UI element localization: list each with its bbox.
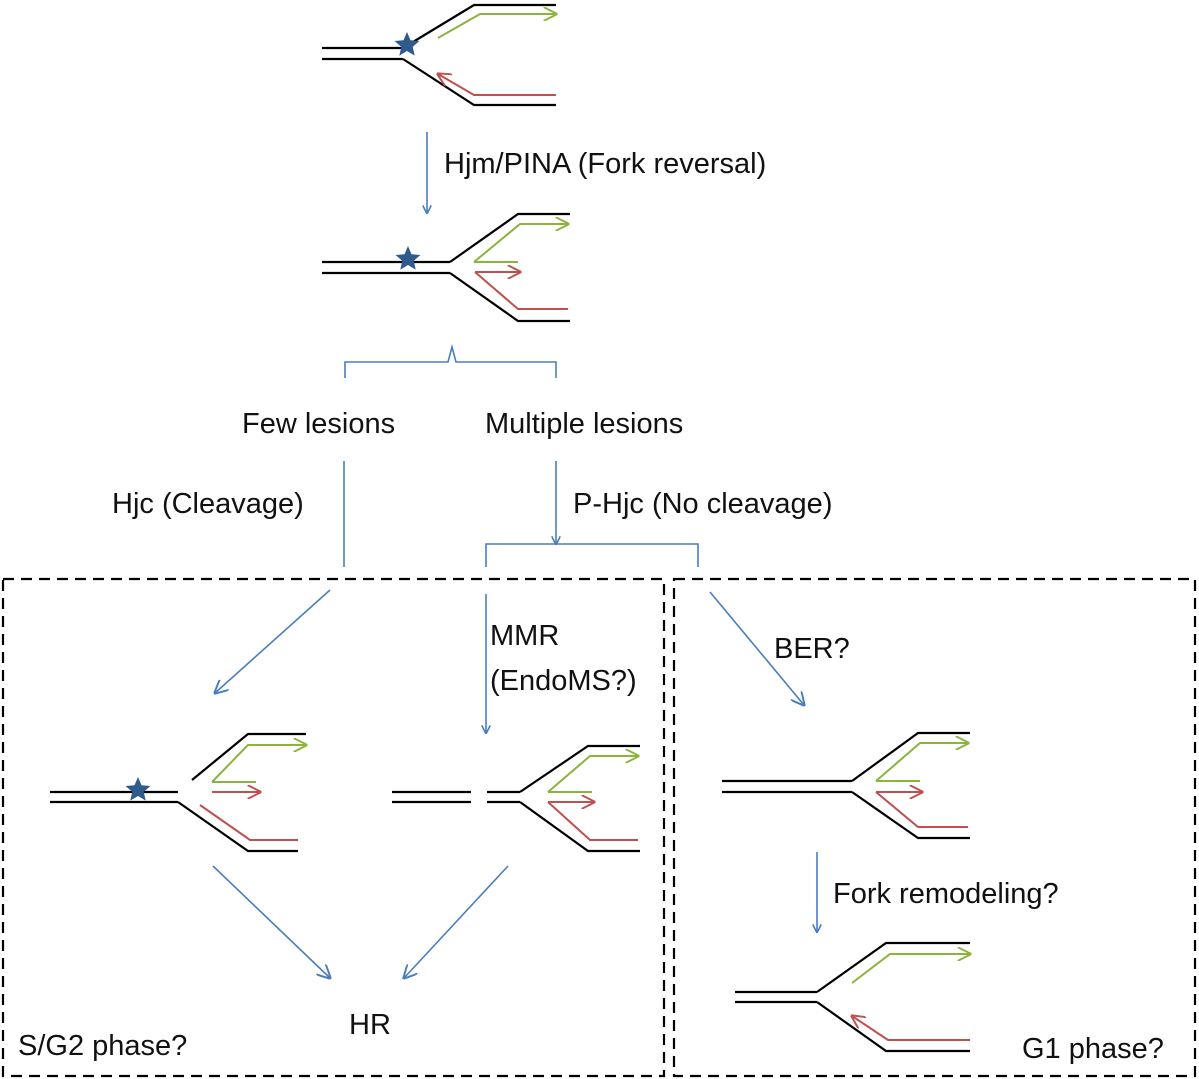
lesion-star-icon <box>125 777 151 801</box>
stalled-fork <box>322 3 556 107</box>
restored-fork <box>735 941 970 1053</box>
phjc-no-cleavage-label: P-Hjc (No cleavage) <box>573 488 832 520</box>
lesion-branch-bracket <box>344 343 557 378</box>
cleavage-arrow <box>215 589 331 693</box>
few-lesions-label: Few lesions <box>242 408 395 440</box>
sg2-phase-box <box>1 577 666 1078</box>
fork-reversal-label: Hjm/PINA (Fork reversal) <box>444 148 766 180</box>
no-cleavage-bracket <box>485 543 699 567</box>
multiple-lesions-label: Multiple lesions <box>485 408 683 440</box>
reversed-fork <box>322 212 570 323</box>
endoms-label: (EndoMS?) <box>490 665 637 697</box>
incised-fork <box>392 744 640 853</box>
g1-phase-box <box>672 577 1197 1078</box>
ber-arrow <box>709 591 804 705</box>
repaired-fork <box>722 731 970 840</box>
ber-label: BER? <box>774 633 850 665</box>
mmr-label: MMR <box>490 620 559 652</box>
cleaved-to-hr-arrow <box>212 865 330 978</box>
lesion-star-icon <box>394 32 420 56</box>
hr-label: HR <box>349 1009 391 1041</box>
fork-remodeling-label: Fork remodeling? <box>833 878 1059 910</box>
g1-phase-label: G1 phase? <box>1022 1033 1164 1065</box>
lesion-star-icon <box>395 246 421 270</box>
incised-to-hr-arrow <box>404 865 509 978</box>
cleaved-fork <box>50 732 306 853</box>
sg2-phase-label: S/G2 phase? <box>18 1030 187 1062</box>
hjc-cleavage-label: Hjc (Cleavage) <box>112 488 304 520</box>
